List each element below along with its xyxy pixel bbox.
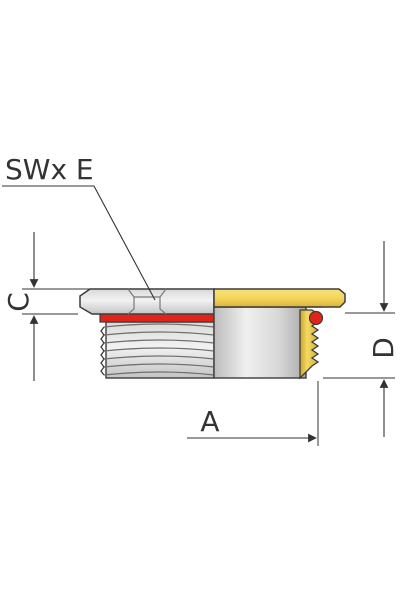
o-ring-section bbox=[308, 310, 324, 326]
dimension-c: C bbox=[2, 232, 90, 381]
external-view bbox=[79, 288, 215, 379]
hex-head bbox=[79, 288, 215, 315]
thread-length-d-label: D bbox=[367, 337, 400, 359]
dimension-d: D bbox=[323, 241, 400, 437]
bore bbox=[213, 306, 307, 379]
brass-head-section bbox=[213, 288, 346, 308]
section-view bbox=[213, 288, 346, 380]
hex-size-label: SWx E bbox=[5, 153, 94, 186]
diameter-a-label: A bbox=[200, 405, 219, 438]
hex-size-leader bbox=[2, 185, 156, 301]
dimension-a: A bbox=[187, 381, 319, 446]
external-thread bbox=[100, 321, 215, 379]
height-c-label: C bbox=[2, 292, 35, 312]
